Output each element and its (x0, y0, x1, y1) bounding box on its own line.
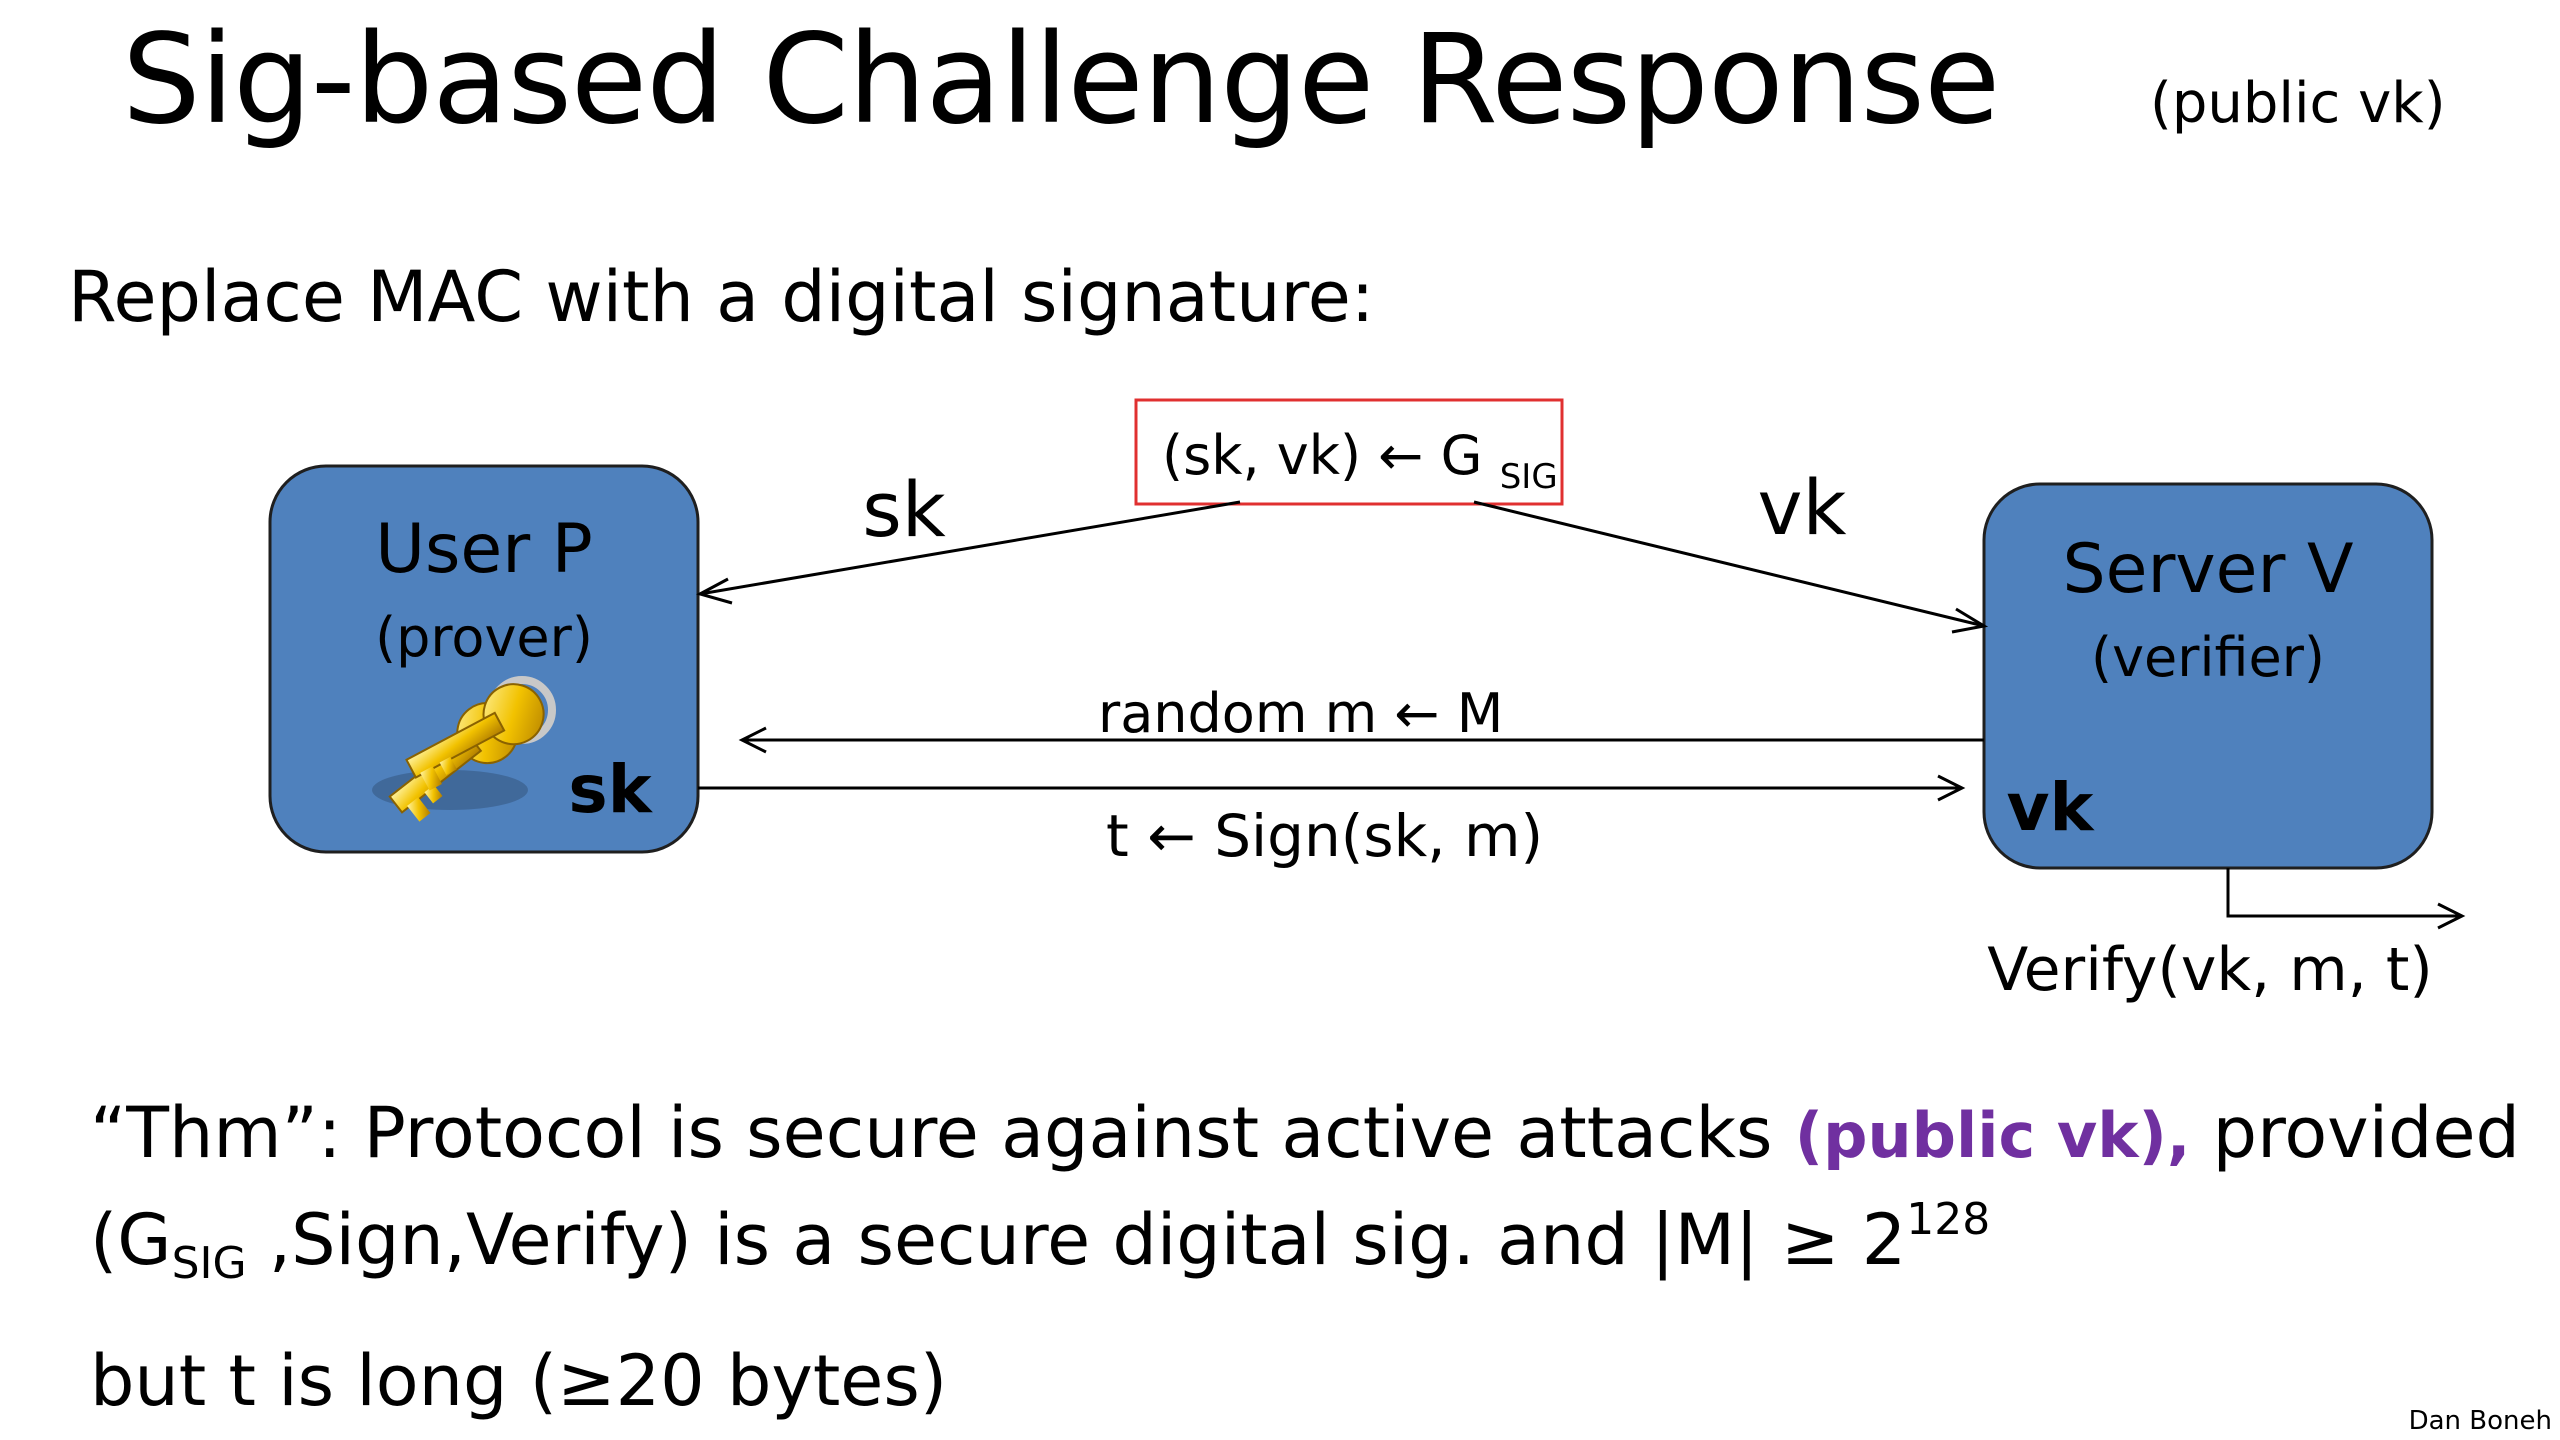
challenge-label: random m ← M (1098, 682, 1503, 745)
keygen-label-sub: SIG (1500, 457, 1558, 497)
server-subtitle: (verifier) (2091, 626, 2325, 689)
verify-arrow (2226, 868, 2462, 918)
theorem-line-2: (GSIG ,Sign,Verify) is a secure digital … (90, 1198, 1990, 1286)
user-key-label: sk (568, 751, 653, 828)
theorem-prefix: “Thm”: Protocol is secure against active… (90, 1092, 1795, 1174)
keygen-label-main: (sk, vk) ← G (1162, 424, 1483, 487)
server-key-label: vk (2007, 769, 2096, 846)
theorem-line2-open: (G (90, 1199, 172, 1281)
challenge-arrowhead (738, 726, 767, 754)
author-credit: Dan Boneh (2408, 1406, 2552, 1436)
sk-arrow (699, 500, 1241, 596)
vk-arrowhead (1951, 607, 1989, 634)
response-arrowhead (1937, 774, 1966, 802)
theorem-suffix: provided (2190, 1092, 2520, 1174)
user-box (268, 464, 700, 854)
sk-arrowhead (696, 577, 733, 605)
keys-icon (372, 676, 556, 822)
user-subtitle: (prover) (375, 606, 593, 669)
caveat-text: but t is long (≥20 bytes) (90, 1340, 948, 1422)
server-title: Server V (2062, 530, 2353, 609)
theorem-highlight: (public vk), (1794, 1099, 2191, 1172)
response-label: t ← Sign(sk, m) (1106, 802, 1543, 870)
verify-label: Verify(vk, m, t) (1987, 935, 2433, 1005)
sk-arrow-label: sk (862, 465, 946, 554)
theorem-line2-mid: ,Sign,Verify) is a secure digital sig. a… (246, 1199, 1907, 1281)
vk-arrow-label: vk (1758, 463, 1847, 552)
user-title: User P (375, 510, 593, 589)
slide-title: Sig-based Challenge Response (122, 8, 2000, 152)
theorem-line2-sup: 128 (1906, 1194, 1991, 1245)
vk-arrow (1473, 500, 1985, 628)
keygen-box (1134, 398, 1564, 506)
theorem-line2-sub: SIG (171, 1238, 247, 1289)
title-note: (public vk) (2150, 71, 2446, 136)
verify-arrowhead (2437, 902, 2466, 930)
server-box (1982, 482, 2434, 870)
keygen-label: (sk, vk) ← G SIG (1162, 424, 1558, 497)
theorem-line-1: “Thm”: Protocol is secure against active… (90, 1098, 2520, 1168)
intro-text: Replace MAC with a digital signature: (68, 256, 1375, 338)
